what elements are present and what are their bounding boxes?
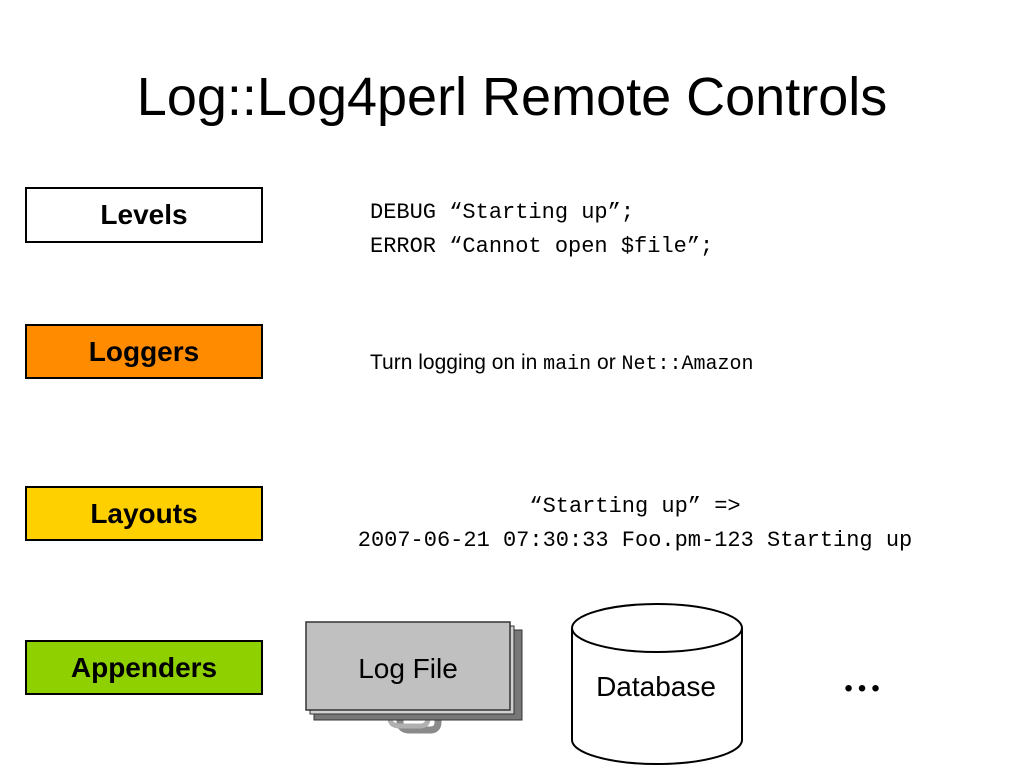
loggers-example-connector: or <box>591 351 622 374</box>
loggers-example-code-main: main <box>543 353 592 376</box>
loggers-example-code-net-amazon: Net::Amazon <box>621 353 754 376</box>
loggers-example-prefix: Turn logging on in <box>370 351 544 374</box>
layouts-box: Layouts <box>25 486 263 541</box>
levels-example-line-1: DEBUG “Starting up”; <box>370 200 635 225</box>
layouts-example: “Starting up” => 2007-06-21 07:30:33 Foo.… <box>270 490 1000 558</box>
database-cylinder-icon <box>571 603 743 765</box>
loggers-example: Turn logging on in main or Net::Amazon <box>370 348 754 380</box>
appenders-box: Appenders <box>25 640 263 695</box>
database-label: Database <box>596 671 716 702</box>
slide-title: Log::Log4perl Remote Controls <box>136 67 888 127</box>
loggers-label: Loggers <box>88 335 200 367</box>
layouts-example-line-2: 2007-06-21 07:30:33 Foo.pm-123 Starting … <box>357 528 913 553</box>
levels-box: Levels <box>25 187 263 243</box>
loggers-box: Loggers <box>25 324 263 379</box>
levels-example-line-2: ERROR “Cannot open $file”; <box>370 234 714 259</box>
log-file-icon <box>305 621 523 721</box>
more-appenders-ellipsis: … <box>842 655 884 700</box>
levels-label: Levels <box>100 199 188 230</box>
appenders-label: Appenders <box>70 651 218 683</box>
log-file-label: Log File <box>358 653 458 684</box>
layouts-example-line-1: “Starting up” => <box>529 494 741 519</box>
layouts-label: Layouts <box>90 497 198 529</box>
levels-example: DEBUG “Starting up”; ERROR “Cannot open $… <box>370 196 713 264</box>
paperclip-icon <box>387 686 442 734</box>
